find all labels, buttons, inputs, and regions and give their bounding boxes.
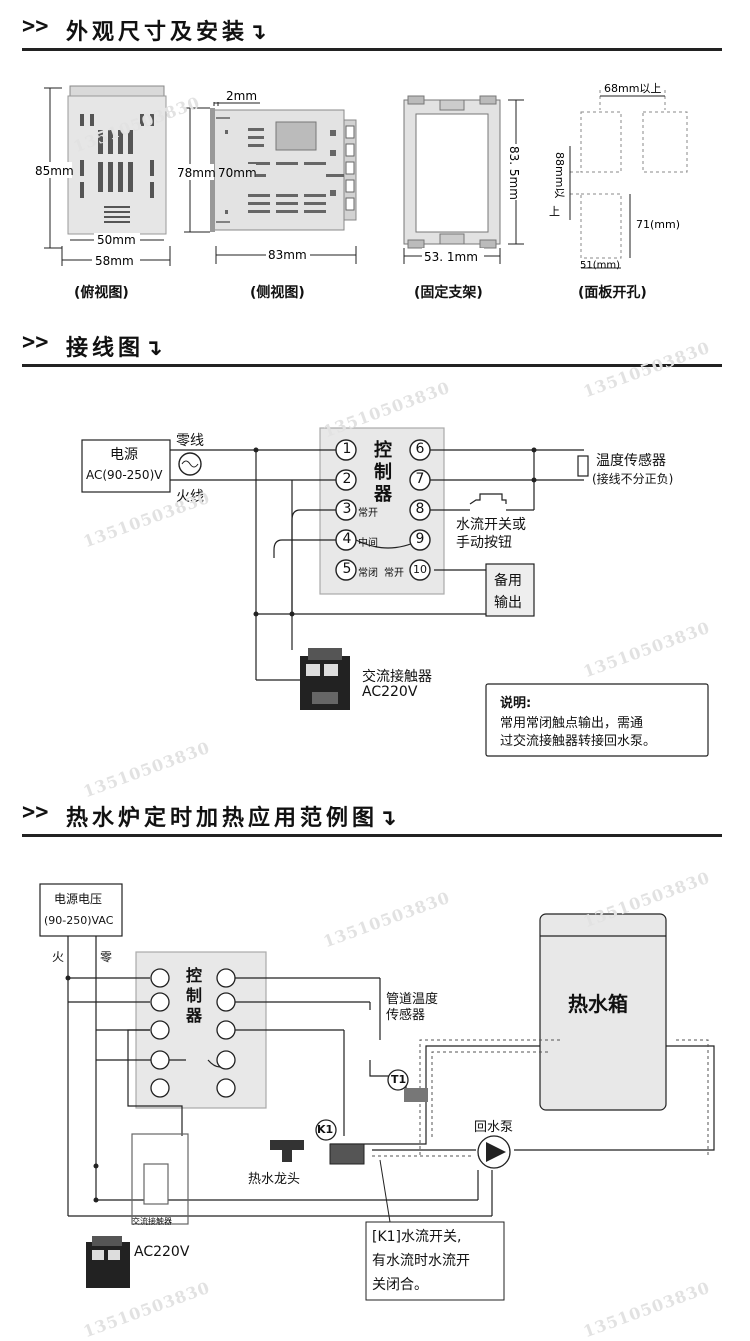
caption-side-view: (侧视图) [250,285,305,301]
contactor-image-2 [86,1236,130,1288]
power-spec: AC(90-250)V [86,468,163,482]
no-label-2: 常开 [384,568,404,579]
no-label: 常开 [358,508,378,519]
dim-50: 50mm [97,233,136,247]
terminal-10: 10 [413,563,427,576]
dimension-drawings: 85mm 50mm 58mm [32,82,688,271]
dim-78: 78mm [177,166,216,180]
contactor-small: 交流接触器 [132,1217,172,1226]
side-view [184,102,357,264]
dim-83: 83mm [268,248,307,262]
power-box [81,439,171,493]
ctrl-char3: 器 [186,1006,203,1025]
note-box [485,683,709,757]
note-line-1: 常用常闭触点输出，需通 [500,716,644,731]
dim-88: 88mm以 [553,152,566,198]
terminal-6: 6 [415,441,425,457]
dim-70: 70mm [218,166,257,180]
caption-panel-cut: (面板开孔) [578,285,647,301]
contactor-label: 交流接触器 [362,669,432,685]
neutral-label: 零 [100,950,113,964]
supply-box [39,883,123,937]
wiring-labels: 电源 AC(90-250)V 零线 火线 控 制 器 1 2 3 4 5 6 7… [0,410,750,780]
neutral-label: 零线 [176,433,204,449]
section-title: 接线图↴ [66,336,167,361]
dim-71: 71(mm) [636,218,680,231]
dim-51: 51(mm) [580,260,620,271]
terminal-9: 9 [415,531,425,547]
dim-53-1: 53. 1mm [424,250,478,264]
dim-83-5: 83. 5mm [507,146,521,200]
terminal-3: 3 [342,501,352,517]
live-label: 火 [52,950,65,964]
tank [539,913,667,1111]
wiring-diagram [81,427,709,757]
divider [22,364,722,367]
watermark: 13510503830 [580,337,713,402]
top-view [32,85,171,266]
chevron-icon: >> [22,800,49,825]
terminal-1: 1 [342,441,352,457]
ctrl-char3: 器 [374,484,392,505]
terminal-7: 7 [415,471,425,487]
k1-note-3: 关闭合。 [372,1277,428,1293]
ctrl-char1: 控 [374,440,392,461]
com-label: 中间 [358,538,378,549]
sensor-label: 温度传感器 [596,453,666,469]
pipe-sensor-2: 传感器 [386,1008,426,1023]
panel-cut [570,90,688,259]
switch-label-1: 水流开关或 [456,517,526,533]
ctrl-char1: 控 [186,966,203,985]
dim-68: 68mm以上 [604,82,661,95]
power-title: 电源 [110,447,138,463]
dim-58: 58mm [95,254,134,268]
switch-label-2: 手动按钮 [456,535,512,551]
terminal-5: 5 [342,561,352,577]
ctrl-char2: 制 [186,986,203,1005]
contactor-image [300,648,350,710]
chevron-icon: >> [22,330,49,355]
terminal-4: 4 [342,531,352,547]
chevron-icon: >> [22,14,49,39]
live-label: 火线 [176,489,204,505]
backup-label-1: 备用 [494,573,522,589]
nc-label: 常闭 [358,568,378,579]
contactor-volt: AC220V [362,684,418,700]
t1-tag: T1 [391,1073,407,1086]
note-title: 说明: [500,696,532,711]
divider [22,48,722,51]
dim-88b: 上 [549,205,560,218]
terminal-2: 2 [342,471,352,487]
section-title: 外观尺寸及安装↴ [66,20,271,45]
ctrl-char2: 制 [374,462,392,483]
caption-bracket: (固定支架) [414,285,483,301]
section-title: 热水炉定时加热应用范例图↴ [66,806,401,831]
k1-note-1: [K1]水流开关, [372,1229,462,1245]
divider [22,834,722,837]
example-labels: 电源电压 (90-250)VAC 火 零 控 制 器 管道温度 传感器 热水箱 … [0,870,750,1330]
terminal-8: 8 [415,501,425,517]
k1-note-2: 有水流时水流开 [372,1253,470,1269]
supply-label-2: (90-250)VAC [44,914,114,927]
sensor-note: (接线不分正负) [592,472,674,486]
tank-label: 热水箱 [568,992,628,1016]
k1-tag: K1 [317,1123,334,1136]
caption-top-view: (俯视图) [74,285,129,301]
faucet-label: 热水龙头 [248,1172,301,1187]
backup-label-2: 输出 [494,595,522,611]
supply-label-1: 电源电压 [54,892,103,906]
note-line-2: 过交流接触器转接回水泵。 [500,734,657,749]
dim-85: 85mm [35,164,74,178]
pump-label: 回水泵 [474,1120,514,1135]
pipe-sensor-1: 管道温度 [386,992,439,1007]
volt-label: AC220V [134,1244,190,1260]
dim-2: 2mm [226,89,257,103]
bracket [403,95,524,264]
example-diagram [39,883,715,1301]
